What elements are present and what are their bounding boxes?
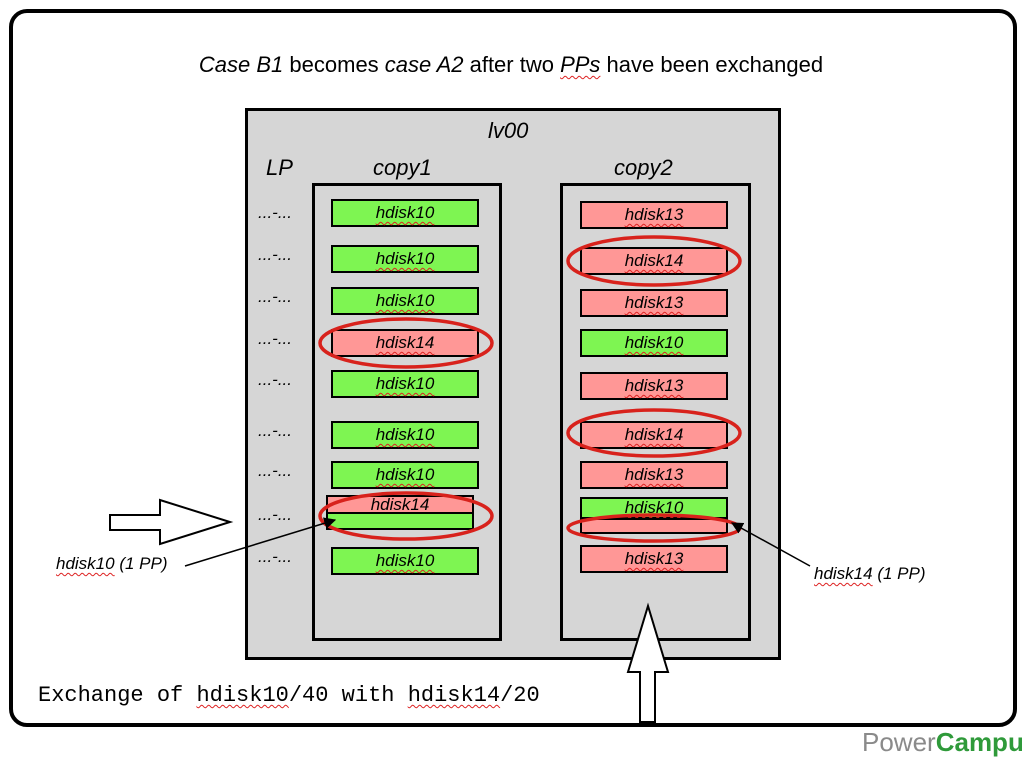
copy2-pp-label: hdisk10 [624, 333, 684, 352]
lp-label: ...-... [258, 461, 292, 480]
copy2-pp-1: hdisk13 [580, 201, 728, 229]
copy2-header: copy2 [614, 155, 673, 180]
logo-campus: Campus [935, 727, 1022, 757]
highlight-ellipse-copy2-row2 [566, 235, 742, 287]
note-right-count: (1 PP) [872, 564, 926, 583]
copy1-pp-8: hdisk14 [326, 495, 474, 515]
title-text-3: have been exchanged [600, 52, 824, 77]
title-pps: PPs [560, 52, 601, 77]
lp-label: ...-... [258, 370, 292, 389]
lp-label: ...-... [258, 287, 292, 306]
copy2-overlap-bar [580, 518, 728, 534]
exchange-pp-b: /20 [500, 683, 540, 708]
title-text-2: after two [463, 52, 561, 77]
copy1-pp-7: hdisk10 [331, 461, 479, 489]
copy1-pp-label: hdisk10 [375, 465, 435, 484]
copy2-pp-3: hdisk13 [580, 289, 728, 317]
copy1-pp-4: hdisk14 [331, 329, 479, 357]
copy1-pp-label: hdisk10 [375, 425, 435, 444]
logo-power: Power [862, 727, 936, 757]
lp-label: ...-... [258, 421, 292, 440]
copy1-pp-label: hdisk10 [375, 291, 435, 310]
copy2-pp-label: hdisk13 [624, 293, 684, 312]
exchange-prefix: Exchange of [38, 683, 197, 708]
pointer-line-right [730, 522, 811, 567]
lp-label: ...-... [258, 203, 292, 222]
copy2-pp-label: hdisk13 [624, 205, 684, 224]
copy1-pp-label: hdisk14 [370, 495, 430, 514]
copy2-pp-label: hdisk10 [624, 498, 684, 517]
note-left-count: (1 PP) [114, 554, 168, 573]
lp-label: ...-... [258, 505, 292, 524]
copy1-header: copy1 [373, 155, 432, 180]
lp-header: LP [266, 155, 293, 180]
copy2-pp-6: hdisk14 [580, 421, 728, 449]
exchange-disk-a: hdisk10 [196, 683, 289, 708]
note-right-disk: hdisk14 [814, 564, 873, 583]
note-left-disk: hdisk10 [56, 554, 115, 573]
lv-name: lv00 [488, 118, 529, 143]
copy2-pp-label: hdisk13 [624, 465, 684, 484]
copy1-pp-9: hdisk10 [331, 547, 479, 575]
note-left: hdisk10 (1 PP) [56, 554, 168, 574]
slide-title: Case B1 becomes case A2 after two PPs ha… [0, 52, 1022, 78]
copy1-pp-label: hdisk10 [375, 551, 435, 570]
copy1-pp-5: hdisk10 [331, 370, 479, 398]
copy1-pp-2: hdisk10 [331, 245, 479, 273]
copy2-pp-9: hdisk13 [580, 545, 728, 573]
copy2-pp-label: hdisk14 [624, 251, 684, 270]
lp-label: ...-... [258, 245, 292, 264]
pointer-line-left [184, 517, 337, 567]
copy1-pp-label: hdisk14 [375, 333, 435, 352]
powercampus-logo: PowerCampus01 [862, 727, 1022, 758]
copy2-pp-4: hdisk10 [580, 329, 728, 357]
copy1-pp-3: hdisk10 [331, 287, 479, 315]
exchange-disk-b: hdisk14 [407, 683, 501, 708]
copy1-pp-label: hdisk10 [375, 203, 435, 222]
copy1-pp-label: hdisk10 [375, 249, 435, 268]
copy1-pp-6: hdisk10 [331, 421, 479, 449]
title-case-a2: case A2 [384, 52, 464, 77]
title-text-1: becomes [283, 52, 385, 77]
exchange-pp-a: /40 with [288, 683, 408, 708]
hollow-up-arrow [626, 602, 670, 723]
copy2-pp-5: hdisk13 [580, 372, 728, 400]
copy2-pp-label: hdisk13 [624, 549, 684, 568]
highlight-ellipse-copy1-row8 [318, 491, 494, 541]
copy1-overlap-bar [326, 512, 474, 530]
copy2-pp-label: hdisk13 [624, 376, 684, 395]
copy2-pp-2: hdisk14 [580, 247, 728, 275]
lp-label: ...-... [258, 329, 292, 348]
copy2-pp-label: hdisk14 [624, 425, 684, 444]
copy1-pp-label: hdisk10 [375, 374, 435, 393]
highlight-ellipse-copy2-row6 [566, 408, 742, 458]
highlight-ellipse-copy1-row4 [318, 317, 494, 369]
lp-label: ...-... [258, 547, 292, 566]
exchange-command: Exchange of hdisk10/40 with hdisk14/20 [38, 683, 540, 708]
title-case-b1: Case B1 [198, 52, 284, 77]
note-right: hdisk14 (1 PP) [814, 564, 926, 584]
copy1-pp-1: hdisk10 [331, 199, 479, 227]
copy2-pp-7: hdisk13 [580, 461, 728, 489]
hollow-right-arrow [109, 498, 234, 546]
